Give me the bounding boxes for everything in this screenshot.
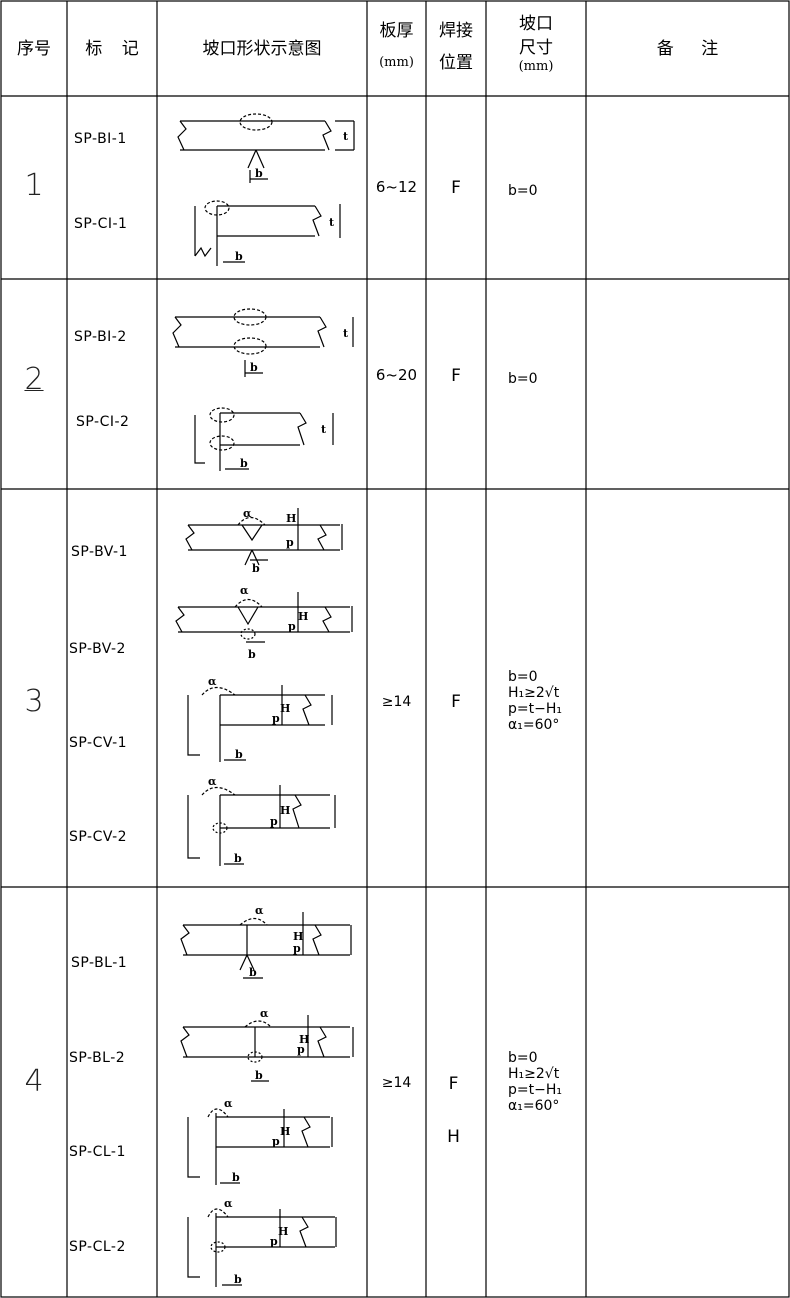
sketch-label-alpha-8: α [224, 1197, 233, 1210]
row3-seq: 3 [24, 684, 44, 719]
sketch-sp-bi-2: b t [172, 308, 354, 377]
header-groove-unit: (mm) [518, 59, 554, 74]
row3-mark-2: SP-BV-2 [69, 641, 126, 657]
header-groove-line2: 尺寸 [519, 38, 553, 58]
row1-thickness: 6~12 [375, 178, 418, 196]
sketch-label-b-2: b [235, 250, 243, 263]
row4-mark-1: SP-BL-1 [71, 955, 128, 971]
sketch-sp-bi-1: t b [177, 113, 355, 183]
sketch-label-t: t [343, 130, 349, 143]
sketch-label-h-5: H [293, 930, 303, 943]
header-thickness-unit: (mm) [379, 55, 414, 70]
header-thickness: 板厚 (mm) [367, 20, 426, 74]
sketch-label-b-6: b [248, 648, 256, 661]
row4-seq: 4 [24, 1064, 44, 1099]
sketch-label-h-4: H [280, 804, 290, 817]
row4-mark-2: SP-BL-2 [69, 1050, 126, 1066]
sketch-label-t-4: t [321, 423, 327, 436]
row4-position-2: H [447, 1127, 460, 1147]
sketch-label-h-2: H [298, 610, 308, 623]
sketch-sp-cv-2: α H p b [187, 775, 336, 866]
row3-thickness: ≥14 [381, 694, 412, 710]
row4-dims: b=0 H₁≥2√t p=t−H₁ α₁=60° [508, 1050, 562, 1114]
row3-dims: b=0 H₁≥2√t p=t−H₁ α₁=60° [508, 669, 562, 733]
row4-position-1: F [448, 1074, 459, 1094]
row4-mark-3: SP-CL-1 [69, 1144, 126, 1160]
sketch-sp-bv-2: α H p b [175, 584, 353, 661]
sketch-label-t-2: t [329, 216, 335, 229]
sketch-label-alpha-2: α [240, 584, 249, 597]
sketch-sp-bl-2: α H p b [180, 1007, 354, 1082]
sketch-sp-bv-1: α H p b [185, 507, 343, 575]
header-mark: 标 记 [85, 39, 139, 59]
sketch-label-p-3: p [272, 712, 280, 725]
row2-thickness: 6~20 [375, 366, 418, 384]
row1-position: F [451, 178, 461, 198]
row2-mark-2: SP-CI-2 [76, 414, 130, 430]
sketch-label-p-8: p [270, 1235, 278, 1248]
sketch-label-p-5: p [293, 942, 301, 955]
row2-dims: b=0 [508, 371, 538, 387]
sketch-label-h-1: H [286, 512, 296, 525]
sketch-label-h-3: H [280, 702, 290, 715]
sketch-label-b: b [255, 167, 263, 180]
row1-seq: 1 [24, 168, 44, 203]
sketch-label-p-1: p [286, 536, 294, 549]
sketch-label-b-3: b [250, 361, 258, 374]
sketch-label-p-2: p [288, 620, 296, 633]
sketch-label-alpha-7: α [224, 1097, 233, 1110]
sketch-label-p-7: p [272, 1135, 280, 1148]
row4-mark-4: SP-CL-2 [69, 1239, 126, 1255]
sketch-label-b-8: b [234, 852, 242, 865]
sketch-label-b-7: b [235, 748, 243, 761]
sketch-label-alpha-3: α [208, 675, 217, 688]
sketch-label-b-4: b [240, 457, 248, 470]
sketch-label-h-8: H [278, 1225, 288, 1238]
row1-dims: b=0 [508, 183, 538, 199]
header-seq: 序号 [17, 39, 51, 59]
header-weld-position-line2: 位置 [439, 53, 473, 73]
sketch-sp-cv-1: α H p b [187, 675, 333, 762]
sketch-sp-ci-1: b t [194, 200, 341, 266]
sketch-label-b-5: b [252, 562, 260, 575]
row3-position: F [451, 692, 461, 712]
row2-mark-1: SP-BI-2 [74, 329, 127, 345]
sketch-label-p-6: p [297, 1043, 305, 1056]
header-weld-position: 焊接 位置 [426, 20, 486, 74]
sketch-sp-ci-2: b t [194, 407, 334, 471]
row3-mark-3: SP-CV-1 [69, 735, 128, 751]
sketch-label-b-9: b [249, 966, 257, 979]
sketch-label-alpha-4: α [208, 775, 217, 788]
sketch-label-b-11: b [232, 1171, 240, 1184]
header-groove-size: 坡口 尺寸 (mm) [486, 12, 586, 74]
row3-mark-4: SP-CV-2 [69, 829, 128, 845]
row1-mark-2: SP-CI-1 [74, 216, 128, 232]
sketch-sp-cl-2: α H p b [187, 1197, 337, 1287]
sketch-label-h-7: H [280, 1125, 290, 1138]
sketch-sp-cl-1: α H p b [187, 1097, 333, 1185]
sketch-label-b-10: b [255, 1069, 263, 1082]
header-remarks: 备 注 [656, 39, 719, 59]
sketch-sp-bl-1: α H p b [180, 904, 352, 979]
row3-mark-1: SP-BV-1 [71, 544, 128, 560]
sketch-label-h-6: H [299, 1033, 309, 1046]
row1-mark-1: SP-BI-1 [74, 131, 127, 147]
row2-seq: 2 [24, 362, 44, 397]
sketch-label-t-3: t [343, 327, 349, 340]
sketch-label-alpha-5: α [255, 904, 264, 917]
header-shape: 坡口形状示意图 [202, 39, 322, 59]
sketch-label-b-12: b [234, 1273, 242, 1286]
row2-position: F [451, 366, 461, 386]
sketch-label-alpha-6: α [260, 1007, 269, 1020]
row4-thickness: ≥14 [381, 1075, 412, 1091]
header-thickness-label: 板厚 [379, 21, 414, 41]
sketch-label-alpha-1: α [243, 507, 252, 520]
sketch-label-p-4: p [270, 815, 278, 828]
header-groove-line1: 坡口 [519, 14, 553, 34]
header-weld-position-line1: 焊接 [439, 21, 473, 41]
